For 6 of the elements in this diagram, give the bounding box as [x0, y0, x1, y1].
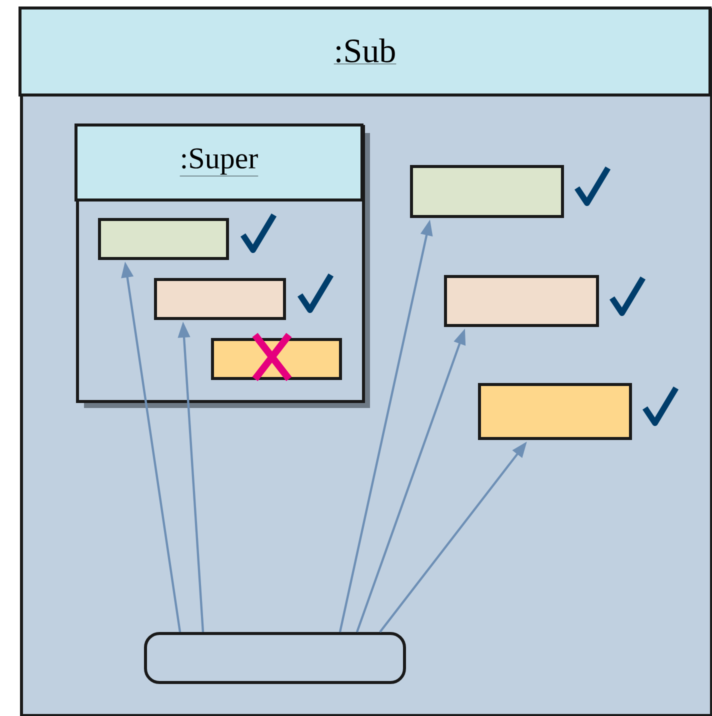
- box: [444, 275, 599, 327]
- box: [478, 383, 632, 440]
- box: [154, 278, 286, 320]
- box: [98, 218, 229, 260]
- rounded-box: [144, 632, 406, 684]
- box: [410, 165, 564, 218]
